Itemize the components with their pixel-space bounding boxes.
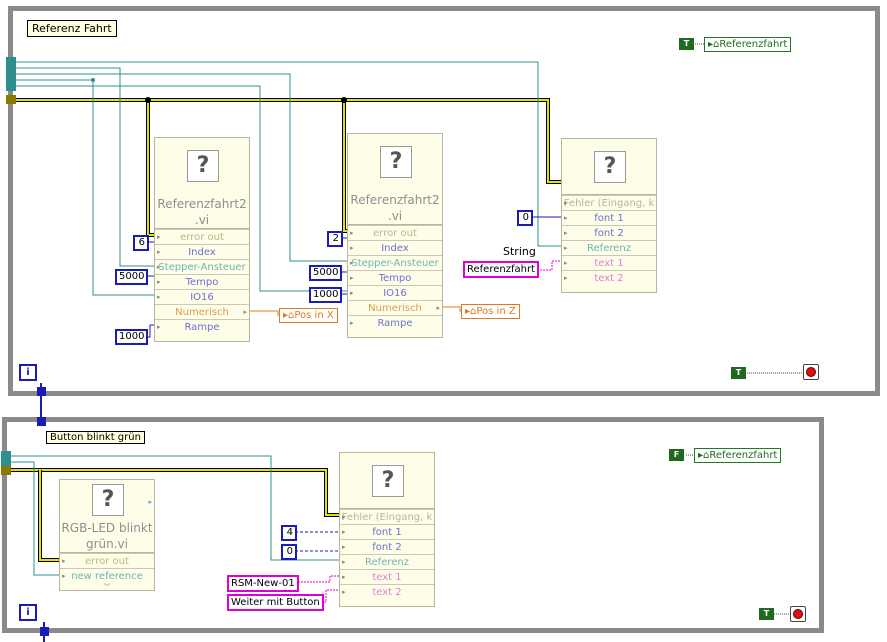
iteration-tunnel xyxy=(40,627,49,636)
terminal-referenz[interactable]: ▸Referenz xyxy=(562,240,656,256)
subvi-title: Referenzfahrt2 .vi xyxy=(157,197,247,227)
const-tempo-5000[interactable]: 5000 xyxy=(309,265,342,281)
reference-wire xyxy=(8,455,340,576)
const-font1-4[interactable]: 4 xyxy=(281,525,297,541)
const-tempo-5000[interactable]: 5000 xyxy=(115,269,148,285)
reference-wire xyxy=(14,61,562,296)
terminal-font2[interactable]: ▸font 2 xyxy=(340,539,434,555)
question-icon: ? xyxy=(594,151,626,183)
property-node-referenzfahrt[interactable]: ▸⌂Referenzfahrt xyxy=(694,448,782,463)
terminal-stepper-ansteuer[interactable]: ▸Stepper-Ansteuer xyxy=(348,255,442,271)
string-const-rsm-new-01[interactable]: RSM-New-01 xyxy=(227,575,299,592)
terminal-tempo[interactable]: ▸Tempo xyxy=(155,274,249,290)
expand-chevron-icon[interactable]: ︾ xyxy=(103,583,111,591)
loop-label-bottom: Button blinkt grün xyxy=(46,431,145,444)
terminal-fehler-eingang[interactable]: ▸Fehler (Eingang, k xyxy=(562,195,656,211)
const-rampe-1000[interactable]: 1000 xyxy=(115,329,148,345)
terminal-font1[interactable]: ▸font 1 xyxy=(340,524,434,540)
subvi-referenzfahrt2-1[interactable]: ? Referenzfahrt2 .vi xyxy=(154,137,250,229)
const-font2-0[interactable]: 0 xyxy=(281,544,297,560)
output-pos-in-x[interactable]: ▸⌂Pos in X xyxy=(279,308,338,323)
const-io16-1000[interactable]: 1000 xyxy=(309,287,342,303)
terminal-fehler-eingang[interactable]: ▸Fehler (Eingang, k xyxy=(340,509,434,525)
true-constant-stop[interactable]: T xyxy=(759,608,774,620)
terminal-font2[interactable]: ▸font 2 xyxy=(562,225,656,241)
subvi-format-top[interactable]: ? xyxy=(561,138,657,195)
subvi-referenzfahrt2-2[interactable]: ? Referenzfahrt2 .vi xyxy=(347,133,443,225)
subvi-terminals-1: ▸error out ▸Index ▸Stepper-Ansteuer ▸Tem… xyxy=(154,228,250,342)
true-constant[interactable]: T xyxy=(679,38,694,50)
false-constant[interactable]: F xyxy=(669,449,684,461)
property-node-referenzfahrt[interactable]: ▸⌂Referenzfahrt xyxy=(704,37,792,52)
const-index-6[interactable]: 6 xyxy=(133,235,149,251)
subvi-terminals-4: ▸Fehler (Eingang, k ▸font 1 ▸font 2 ▸Ref… xyxy=(339,508,435,607)
iteration-tunnel xyxy=(37,387,46,396)
tunnel-error xyxy=(6,95,16,104)
terminal-tempo[interactable]: ▸Tempo xyxy=(348,270,442,286)
subvi-title: RGB-LED blinkt grün.vi xyxy=(61,521,153,551)
tunnel-reference xyxy=(6,57,16,91)
question-icon: ? xyxy=(187,150,219,182)
terminal-io16[interactable]: ▸IO16 xyxy=(155,289,249,305)
loop-label-top: Referenz Fahrt xyxy=(27,20,117,37)
subvi-terminals-rgb: ▸error out ▸new reference ︾ xyxy=(59,552,155,591)
terminal-error-out[interactable]: ▸error out xyxy=(60,553,154,569)
arrow-icon: ▸⌂ xyxy=(708,39,720,50)
terminal-index[interactable]: ▸Index xyxy=(155,244,249,260)
terminal-text2[interactable]: ▸text 2 xyxy=(562,270,656,286)
subvi-format-bottom[interactable]: ? xyxy=(339,452,435,509)
const-index-2[interactable]: 2 xyxy=(327,231,343,247)
wire-junction xyxy=(341,97,347,103)
terminal-numerisch[interactable]: Numerisch▸ xyxy=(348,300,442,316)
terminal-text1[interactable]: ▸text 1 xyxy=(340,569,434,585)
string-const-weiter-mit-button[interactable]: Weiter mit Button xyxy=(227,594,324,611)
const-font1-0[interactable]: 0 xyxy=(517,210,533,226)
subvi-terminals-2: ▸error out ▸Index ▸Stepper-Ansteuer ▸Tem… xyxy=(347,224,443,338)
stop-icon[interactable] xyxy=(803,364,819,380)
terminal-index[interactable]: ▸Index xyxy=(348,240,442,256)
string-wire xyxy=(540,260,562,271)
subvi-terminals-3: ▸Fehler (Eingang, k ▸font 1 ▸font 2 ▸Ref… xyxy=(561,194,657,293)
terminal-text1[interactable]: ▸text 1 xyxy=(562,255,656,271)
wire-junction xyxy=(145,97,151,103)
tunnel-reference xyxy=(1,451,11,466)
terminal-error-out[interactable]: ▸error out xyxy=(348,225,442,241)
tunnel-error xyxy=(1,466,11,475)
stop-icon[interactable] xyxy=(790,606,806,622)
tunnel-iteration-in xyxy=(37,417,46,426)
terminal-new-reference[interactable]: ▸new reference xyxy=(60,568,154,584)
arrow-icon: ▸⌂ xyxy=(283,310,295,321)
iteration-terminal-top: i xyxy=(19,364,37,381)
question-icon: ? xyxy=(372,465,404,497)
terminal-referenz[interactable]: ▸Referenz xyxy=(340,554,434,570)
arrow-icon: ▸⌂ xyxy=(465,306,477,317)
numeric-wire xyxy=(295,531,340,552)
arrow-icon: ▸⌂ xyxy=(698,450,710,461)
string-const-referenzfahrt[interactable]: Referenzfahrt xyxy=(463,261,539,278)
terminal-stepper-ansteuer[interactable]: ▸Stepper-Ansteuer xyxy=(155,259,249,275)
while-loop-top[interactable] xyxy=(8,6,880,396)
string-label: String xyxy=(503,245,536,258)
boolean-wire xyxy=(686,454,789,615)
output-arrow-icon: ▸ xyxy=(148,498,152,506)
terminal-io16[interactable]: ▸IO16 xyxy=(348,285,442,301)
error-wire xyxy=(14,98,562,237)
output-pos-in-z[interactable]: ▸⌂Pos in Z xyxy=(461,304,520,319)
terminal-rampe[interactable]: ▸Rampe xyxy=(155,319,249,335)
question-icon: ? xyxy=(92,484,124,516)
terminal-font1[interactable]: ▸font 1 xyxy=(562,210,656,226)
true-constant-stop[interactable]: T xyxy=(731,367,746,379)
iteration-terminal-bottom: i xyxy=(19,604,37,621)
error-wire xyxy=(8,468,340,562)
wire-junction xyxy=(91,78,95,82)
terminal-numerisch[interactable]: Numerisch▸ xyxy=(155,304,249,320)
terminal-text2[interactable]: ▸text 2 xyxy=(340,584,434,600)
subvi-title: Referenzfahrt2 .vi xyxy=(350,193,440,223)
terminal-error-out[interactable]: ▸error out xyxy=(155,229,249,245)
while-loop-bottom[interactable] xyxy=(2,417,824,633)
question-icon: ? xyxy=(380,146,412,178)
subvi-rgb-led-blinkt-gruen[interactable]: ? RGB-LED blinkt grün.vi ▸ xyxy=(59,479,155,553)
terminal-rampe[interactable]: ▸Rampe xyxy=(348,315,442,331)
